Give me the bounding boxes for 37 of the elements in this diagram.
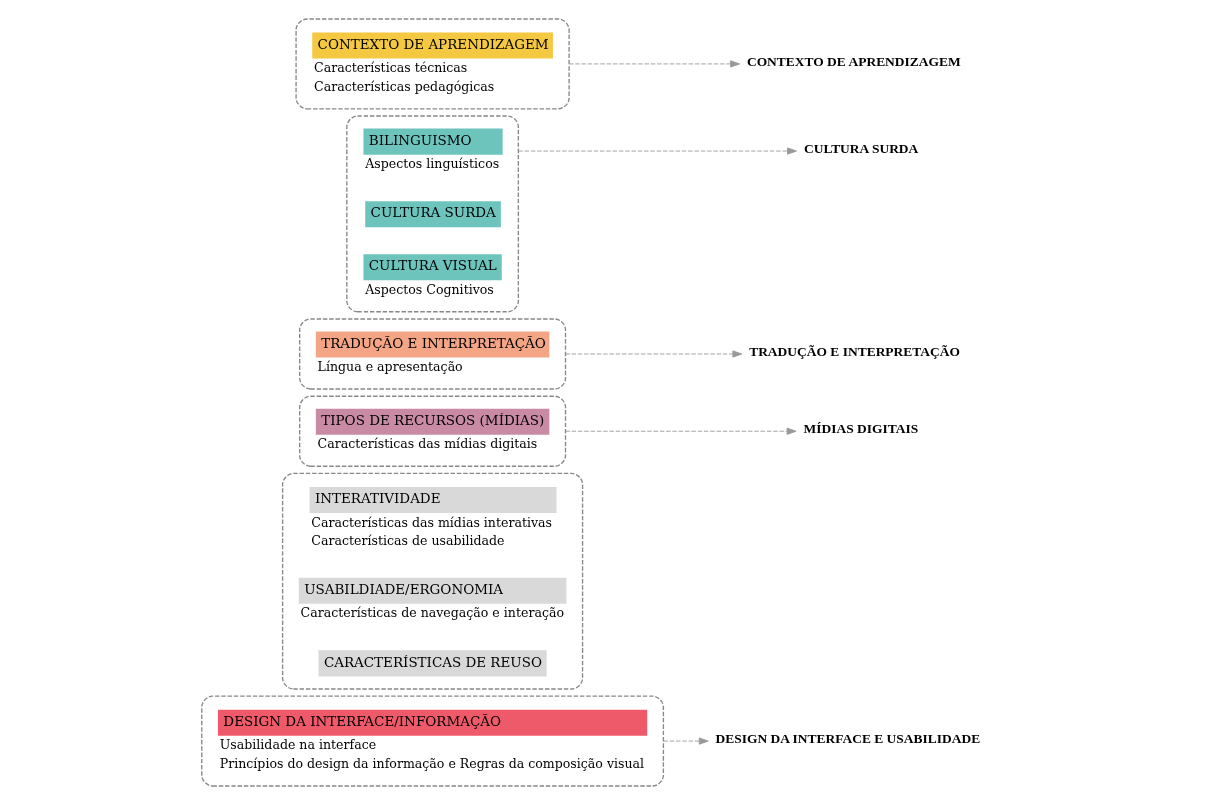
node-box: CARACTERÍSTICAS DE REUSO (318, 650, 547, 677)
node-text: CULTURA SURDA (803, 141, 918, 157)
node-box: DESIGN DA INTERFACE/INFORMAÇÃO (217, 709, 647, 736)
node-label: Características pedagógicas (313, 79, 494, 95)
node-box: BILINGUISMO (362, 128, 503, 155)
node-label: Características das mídias interativas (310, 514, 552, 530)
node-text: MÍDIAS DIGITAIS (803, 421, 918, 437)
node-text: DESIGN DA INTERFACE E USABILIDADE (714, 731, 980, 747)
node-box: USABILDIADE/ERGONOMIA (298, 577, 566, 604)
cluster (281, 472, 583, 690)
node-text: TRADUÇÃO E INTERPRETAÇÃO (748, 344, 960, 360)
node-box: TRADUÇÃO E INTERPRETAÇÃO (315, 331, 549, 358)
arrow (564, 350, 742, 358)
cluster (345, 115, 519, 313)
cluster (294, 18, 570, 110)
node-box: CULTURA SURDA (364, 201, 501, 228)
node-label: Aspectos Cognitivos (364, 282, 494, 298)
node-label: Características de usabilidade (310, 533, 505, 549)
node-box: CONTEXTO DE APRENDIZAGEM (311, 32, 553, 59)
node-box: INTERATIVIDADE (309, 486, 556, 513)
node-label: Língua e apresentação (317, 359, 463, 375)
node-box: TIPOS DE RECURSOS (MÍDIAS) (315, 408, 549, 435)
cluster (298, 318, 566, 390)
node-label: Características técnicas (313, 60, 467, 76)
arrow (568, 60, 740, 68)
arrow (564, 427, 797, 435)
node-text: CONTEXTO DE APRENDIZAGEM (746, 54, 961, 70)
node-label: Princípios do design da informação e Regras da composição visual (219, 756, 644, 772)
node-label: Características das mídias digitais (317, 436, 537, 452)
cluster (200, 695, 664, 787)
cluster (298, 395, 566, 467)
node-label: Características de navegação e interação (300, 605, 564, 621)
node-label: Usabilidade na interface (219, 737, 376, 753)
node-label: Aspectos linguísticos (364, 156, 499, 172)
arrow (662, 737, 709, 745)
arrow (517, 147, 797, 155)
node-box: CULTURA VISUAL (362, 254, 502, 281)
